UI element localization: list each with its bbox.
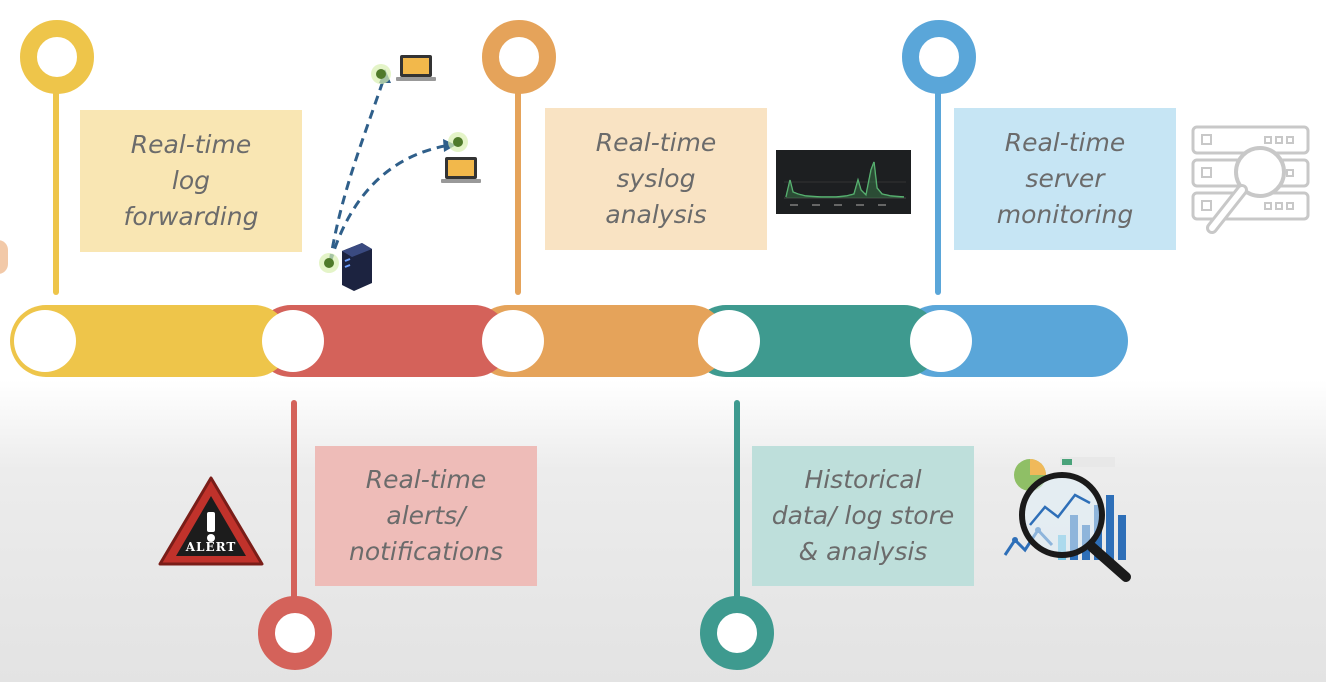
server-search-icon — [1191, 125, 1310, 234]
card-server-monitoring: Real-time server monitoring — [954, 108, 1176, 250]
left-edge-decoration — [0, 240, 8, 274]
card-alerts-notifications: Real-time alerts/ notifications — [315, 446, 537, 586]
card-historical-data: Historical data/ log store & analysis — [752, 446, 974, 586]
alert-triangle-icon: ALERT — [156, 474, 266, 570]
card-syslog-analysis: Real-time syslog analysis — [545, 108, 767, 250]
teal-stem — [734, 400, 740, 615]
timeline-node-1 — [14, 310, 76, 372]
orange-stem — [515, 80, 521, 295]
yellow-ring — [20, 20, 94, 94]
red-stem — [291, 400, 297, 615]
network-forwarding-icon — [319, 55, 481, 291]
timeline-node-4 — [698, 310, 760, 372]
yellow-stem — [53, 80, 59, 295]
timeline-node-5 — [910, 310, 972, 372]
magnifier-chart-icon — [1003, 457, 1131, 582]
timeline-node-3 — [482, 310, 544, 372]
red-ring — [258, 596, 332, 670]
blue-stem — [935, 80, 941, 295]
card-log-forwarding: Real-time log forwarding — [80, 110, 302, 252]
teal-ring — [700, 596, 774, 670]
blue-ring — [902, 20, 976, 94]
line-chart-icon — [776, 150, 911, 214]
alert-label: ALERT — [185, 540, 237, 554]
timeline-node-2 — [262, 310, 324, 372]
